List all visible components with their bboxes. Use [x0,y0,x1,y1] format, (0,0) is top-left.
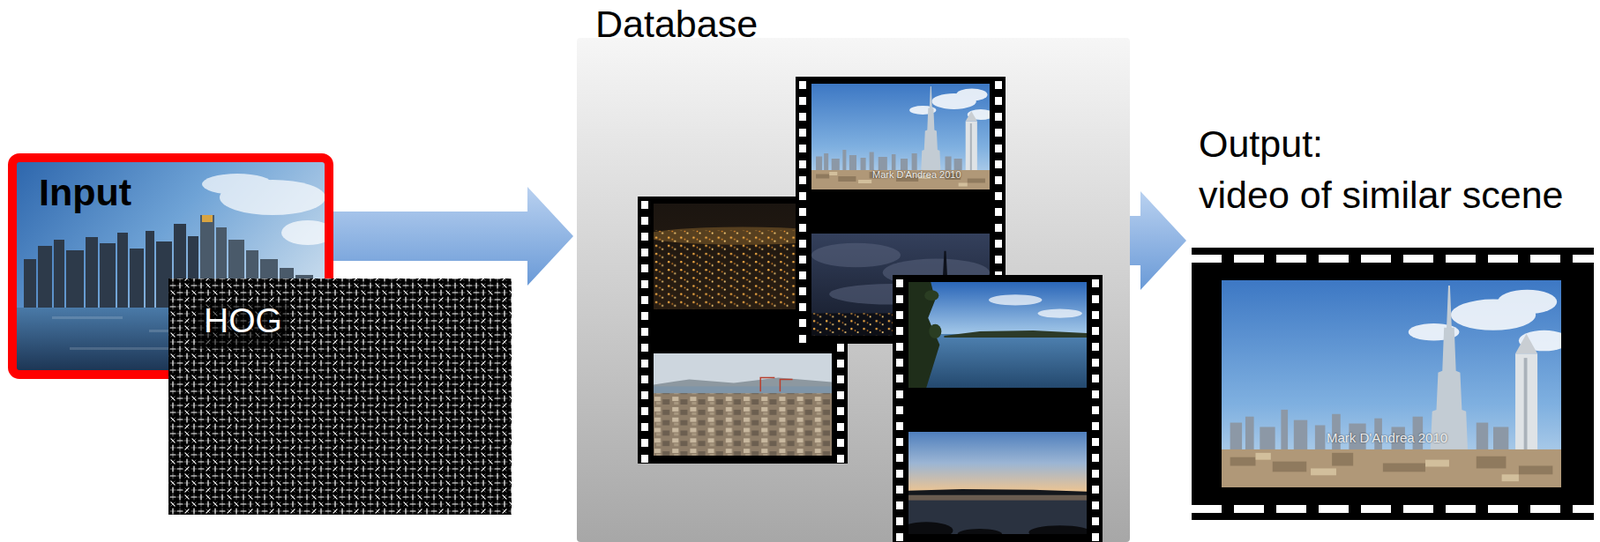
illustration-part [1091,275,1100,542]
illustration-part [892,275,1103,542]
illustration-part [1191,254,1594,263]
image-title: HOG [203,300,283,343]
illustration-part [1191,505,1594,514]
illustration-part [1221,280,1571,488]
film-strip [892,275,1103,542]
hog-image [168,278,512,516]
hog-feature-image: HOG [168,278,512,516]
illustration-part [908,282,1087,389]
watermark: Mark D'Andrea 2010 [1326,430,1448,447]
illustration-part [168,278,512,516]
label-anchor: Mark D'Andrea 2010 [872,169,962,181]
image-title: Input [38,170,132,217]
database-panel: Database [576,0,1130,542]
input-image: Input [7,153,334,380]
output-film [1191,247,1594,521]
watermark: Mark D'Andrea 2010 [872,169,962,181]
illustration-part [896,275,904,542]
block-arrow [333,186,574,286]
block-arrow [1129,191,1187,291]
connectors [333,186,1187,291]
database-panel [576,37,1130,542]
illustration-part [811,83,995,190]
illustration-part [641,196,649,464]
output-video: Output:video of similar scene [1191,121,1594,521]
label-anchor: Mark D'Andrea 2010 [1326,430,1448,447]
illustration-part [1191,247,1594,521]
illustration-part [799,76,807,344]
output-description: video of similar scene [1198,172,1563,219]
illustration-part [653,353,832,457]
illustration-part [576,37,1130,542]
panel-heading: Database [595,1,758,48]
illustration-part [899,432,1092,540]
output-heading: Output: [1198,121,1324,168]
